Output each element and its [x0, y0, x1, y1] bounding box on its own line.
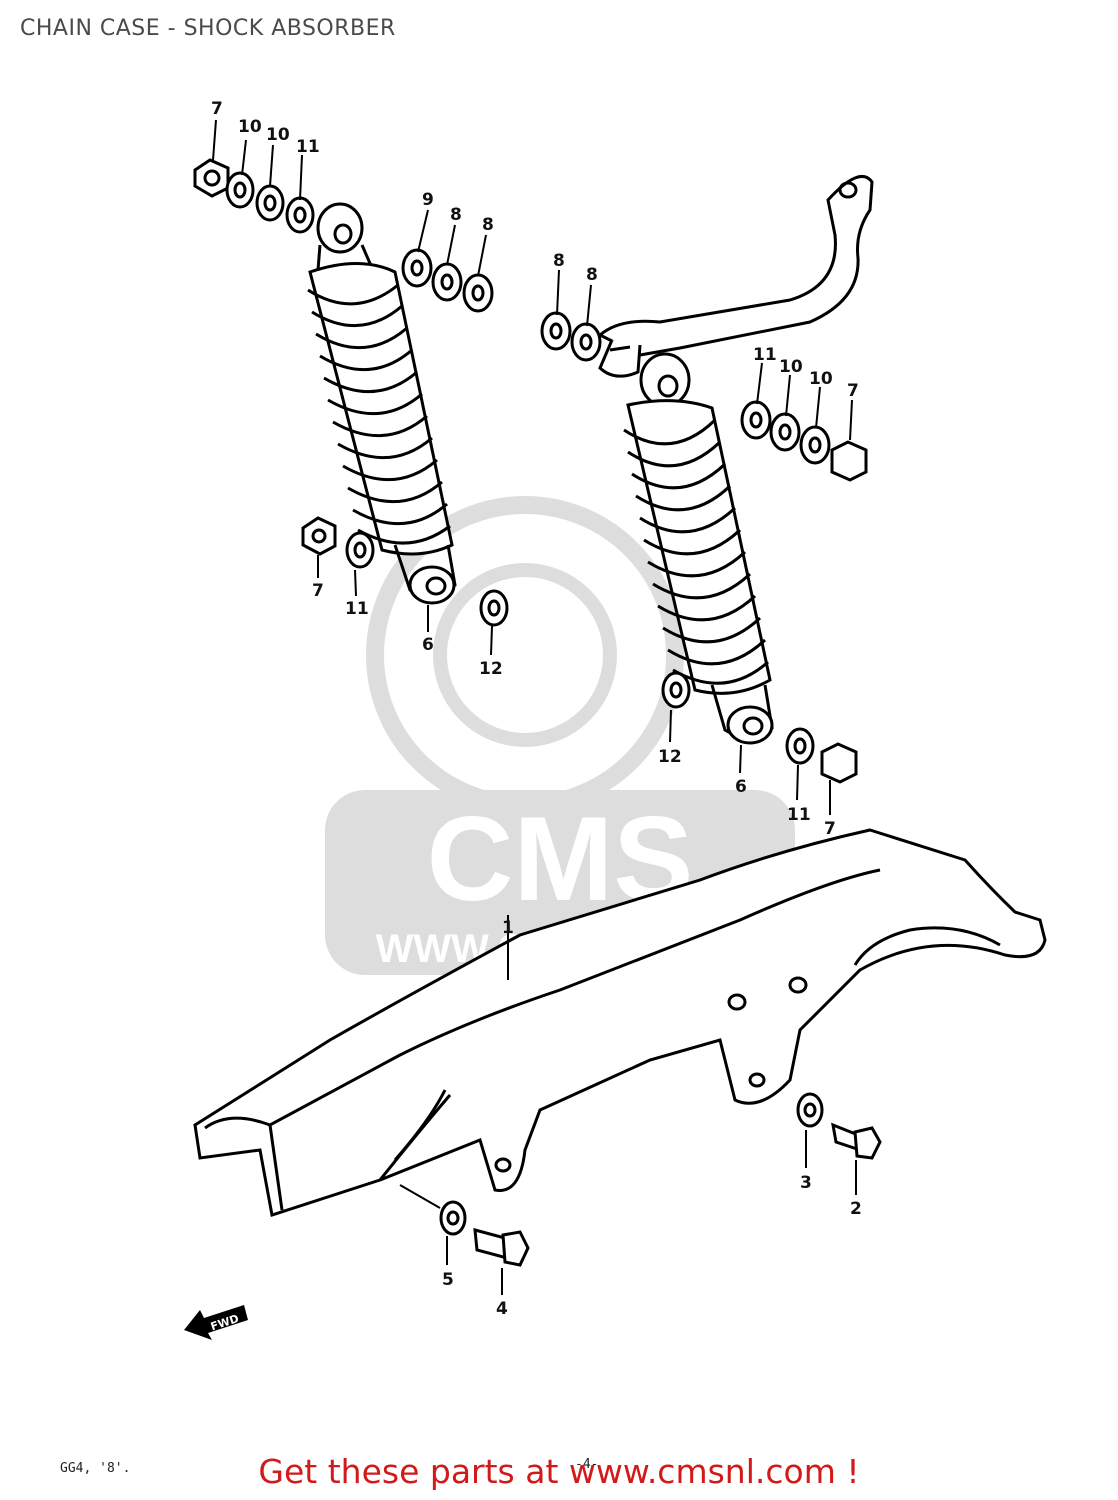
callout-label: 10: [809, 369, 833, 389]
page-title: CHAIN CASE - SHOCK ABSORBER: [20, 16, 396, 41]
callout-label: 10: [238, 117, 262, 137]
leader-lines: [212, 119, 857, 1295]
callout-label: 4: [496, 1299, 508, 1319]
shock-absorber-right: [623, 352, 774, 745]
callout-numbers: 7 10 10 11 9 8 8 8 8 11 10 10 7 7 11 6 1…: [211, 99, 862, 1319]
callout-label: 10: [266, 125, 290, 145]
chain-case: [193, 828, 1047, 1217]
promo-link[interactable]: Get these parts at www.cmsnl.com !: [258, 1452, 860, 1491]
hardware-upper-left: [193, 158, 868, 784]
callout-label: 8: [450, 205, 462, 225]
callout-label: 11: [787, 805, 811, 825]
callout-label: 10: [779, 357, 803, 377]
callout-label: 2: [850, 1199, 862, 1219]
callout-label: 11: [345, 599, 369, 619]
callout-label: 12: [479, 659, 503, 679]
callout-label: 8: [482, 215, 494, 235]
callout-label: 11: [753, 345, 777, 365]
callout-label: 5: [442, 1270, 454, 1290]
shock-absorber-left: [307, 202, 457, 605]
callout-label: 7: [312, 581, 324, 601]
callout-label: 9: [422, 190, 434, 210]
callout-label: 3: [800, 1173, 812, 1193]
shock-mount-bracket: [597, 175, 874, 378]
callout-label: 6: [422, 635, 434, 655]
callout-label: 7: [847, 381, 859, 401]
callout-label: 8: [553, 251, 565, 271]
promo-banner: Get these parts at www.cmsnl.com !: [0, 1452, 1118, 1491]
callout-label: 12: [658, 747, 682, 767]
forward-direction-arrow: FWD: [184, 1305, 248, 1340]
bolts-bottom: [439, 1092, 882, 1267]
callout-label: 11: [296, 137, 320, 157]
callout-label: 8: [586, 265, 598, 285]
callout-label: 7: [211, 99, 223, 119]
page-marker: -4-: [575, 1457, 598, 1472]
callout-label: 7: [824, 819, 836, 839]
callout-label: 6: [735, 777, 747, 797]
reference-code: GG4, '8'.: [60, 1461, 130, 1476]
callout-label: 1: [502, 918, 514, 938]
